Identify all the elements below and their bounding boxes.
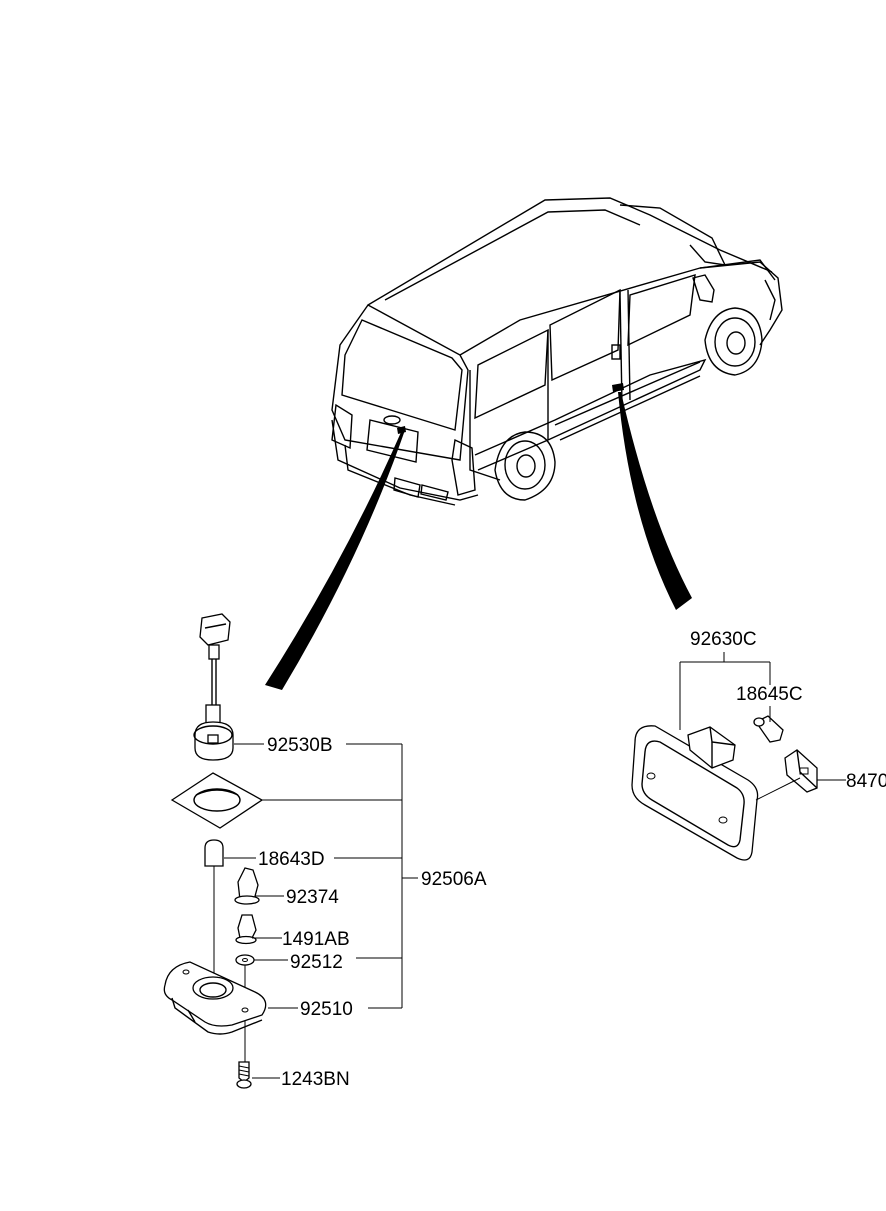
label-1243BN: 1243BN: [281, 1069, 350, 1090]
leader-lines-right: [679, 652, 846, 801]
courtesy-lamp-parts: [631, 715, 818, 861]
callout-arrows: [265, 392, 692, 690]
leader-lines-left: [224, 743, 418, 1079]
part-labels: 92530B 18643D 92506A 92374 1491AB 92512 …: [258, 629, 886, 1090]
label-92530B: 92530B: [267, 735, 333, 756]
label-8470: 8470: [846, 771, 886, 792]
label-92512: 92512: [290, 952, 343, 973]
license-lamp-parts: [163, 613, 267, 1089]
van-illustration: [331, 197, 783, 506]
label-18643D: 18643D: [258, 849, 325, 870]
label-1491AB: 1491AB: [282, 929, 350, 950]
label-92374: 92374: [286, 887, 339, 908]
label-18645C: 18645C: [736, 684, 803, 705]
label-92630C: 92630C: [690, 629, 757, 650]
label-92506A: 92506A: [421, 869, 487, 890]
label-92510: 92510: [300, 999, 353, 1020]
